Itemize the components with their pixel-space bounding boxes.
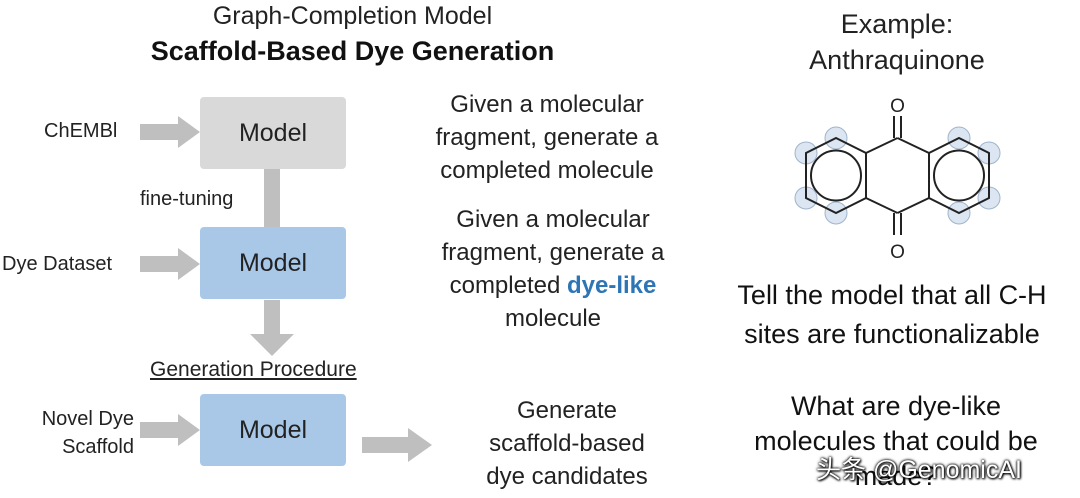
fine-tuning-connector — [264, 168, 280, 228]
question-line3: made? — [854, 461, 938, 491]
example-title-line2: Anthraquinone — [809, 45, 985, 75]
bond — [897, 137, 930, 154]
anthraquinone-structure: O O — [794, 96, 1001, 263]
example-title-line1: Example: — [840, 9, 954, 39]
input-dye-dataset-label: Dye Dataset — [2, 253, 113, 275]
input-chembl-label: ChEMBl — [44, 120, 118, 142]
desc-pretraining-line3: completed molecule — [440, 157, 654, 184]
tell-model-text: Tell the model that all C-H sites are fu… — [706, 276, 1078, 354]
dye-like-highlight: dye-like — [567, 272, 657, 299]
desc-finetuning-line2: fragment, generate a — [441, 239, 665, 266]
model-box-generation: Model — [200, 394, 346, 466]
desc-generation-line2: scaffold-based — [489, 430, 645, 457]
desc-generation-line1: Generate — [516, 397, 618, 424]
fine-tuning-label: fine-tuning — [140, 188, 234, 210]
arrow-chembl-to-model — [140, 116, 200, 148]
desc-pretraining-line2: fragment, generate a — [435, 124, 659, 151]
diagram-subtitle: Scaffold-Based Dye Generation — [150, 36, 555, 66]
example-title: Example: Anthraquinone — [752, 6, 1042, 78]
scaffold-label-line2: Scaffold — [62, 436, 134, 458]
input-novel-dye-scaffold-label: Novel Dye Scaffold — [24, 405, 134, 461]
diagram-title: Graph-Completion Model — [212, 2, 493, 30]
desc-generation-line3: dye candidates — [486, 463, 648, 490]
desc-finetuning-line4: molecule — [504, 305, 602, 332]
watermark: 头条 @GenomicAI — [816, 456, 1022, 484]
arrow-dye-to-model — [140, 248, 200, 280]
arrow-down-generation — [250, 300, 294, 356]
desc-finetuning-line3: completed dye-like — [408, 269, 698, 302]
ch-site-markers — [794, 126, 1001, 225]
arrow-scaffold-to-model — [140, 414, 200, 446]
right-aromatic-circle — [933, 149, 985, 202]
desc-generation: Generate scaffold-based dye candidates — [422, 394, 712, 493]
model-box-finetuned: Model — [200, 227, 346, 299]
scaffold-label-line1: Novel Dye — [41, 408, 134, 430]
molecule-bonds — [805, 116, 990, 235]
bond — [897, 197, 930, 214]
desc-pretraining: Given a molecular fragment, generate a c… — [402, 88, 692, 187]
desc-finetuning-line1: Given a molecular — [456, 206, 650, 233]
generation-procedure-label: Generation Procedure — [150, 358, 357, 381]
oxygen-bottom: O — [890, 242, 905, 263]
tell-model-line1: Tell the model that all C-H — [737, 280, 1047, 310]
oxygen-top: O — [890, 96, 905, 117]
desc-pretraining-line1: Given a molecular — [450, 91, 644, 118]
bond — [865, 137, 898, 154]
question-line1: What are dye-like — [790, 391, 1002, 421]
arrow-model-to-output — [362, 428, 432, 462]
question-text: What are dye-like molecules that could b… — [716, 389, 1076, 494]
bond — [865, 197, 898, 214]
tell-model-line2: sites are functionalizable — [744, 319, 1040, 349]
model-box-pretrained: Model — [200, 97, 346, 169]
question-line2: molecules that could be — [754, 426, 1038, 456]
desc-finetuning: Given a molecular fragment, generate a c… — [408, 203, 698, 335]
desc-finetuning-line3-pre: completed — [449, 272, 567, 299]
left-aromatic-circle — [810, 149, 862, 202]
